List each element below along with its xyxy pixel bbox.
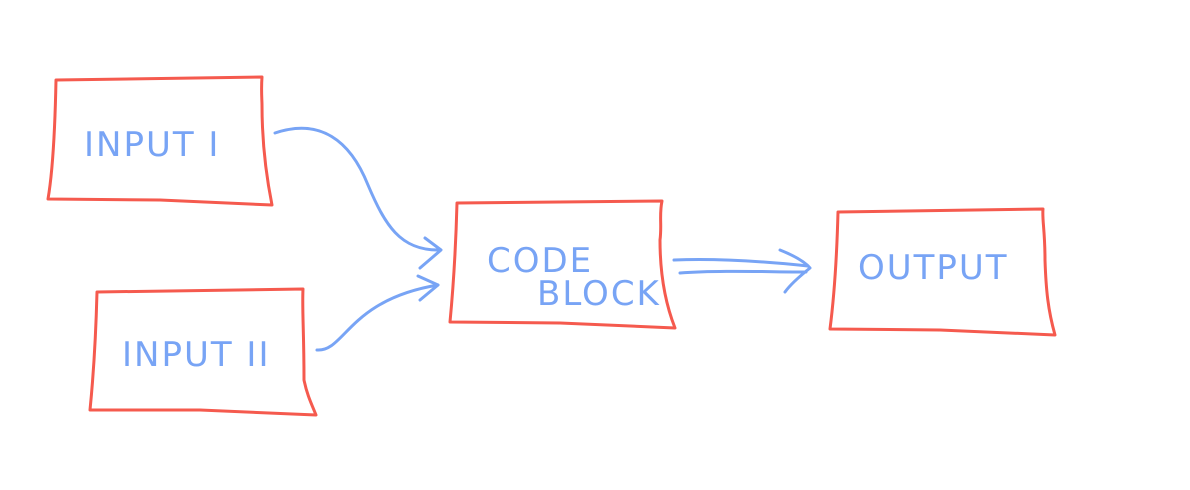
- node-code-block: CODE BLOCK: [448, 199, 677, 330]
- edge-line: [273, 126, 440, 252]
- node-code-block-box: [448, 199, 677, 330]
- node-input-1: INPUT I: [46, 75, 274, 207]
- node-input-1-label: INPUT I: [84, 125, 220, 165]
- node-input-2-label: INPUT II: [122, 335, 270, 375]
- arrowhead-icon: [778, 248, 812, 294]
- node-code-block-label-line1: CODE: [487, 241, 593, 281]
- node-input-2: INPUT II: [88, 287, 318, 417]
- edge-input-1-to-code-block: [273, 126, 443, 270]
- node-output-label: OUTPUT: [858, 248, 1009, 288]
- node-input-2-box: [88, 287, 318, 417]
- node-output-box: [828, 207, 1057, 337]
- node-code-block-label-line2: BLOCK: [537, 274, 661, 314]
- edge-line: [672, 257, 810, 268]
- edge-code-block-to-output: [672, 248, 812, 294]
- node-output: OUTPUT: [828, 207, 1057, 337]
- arrowhead-icon: [416, 274, 440, 302]
- arrowhead-icon: [418, 236, 443, 270]
- edge-input-2-to-code-block: [315, 274, 440, 352]
- edge-line: [678, 269, 808, 275]
- edge-line: [315, 283, 440, 352]
- node-input-1-box: [46, 75, 274, 207]
